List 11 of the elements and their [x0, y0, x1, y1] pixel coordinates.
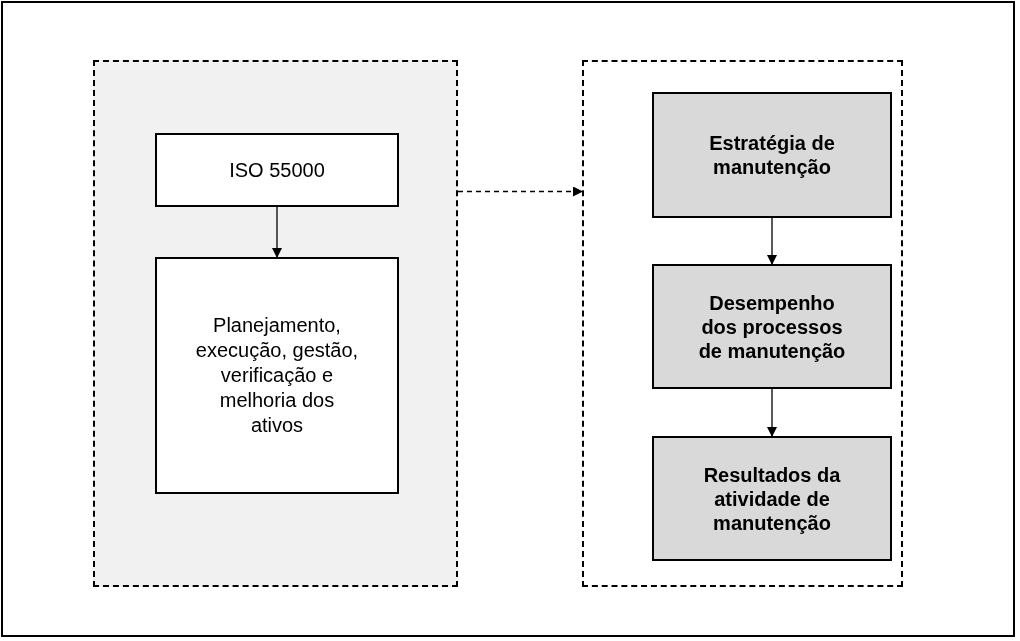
arrow [767, 217, 777, 265]
process-box: ISO 55000 [155, 133, 399, 207]
dashed-panel [582, 60, 903, 587]
process-box: Resultados da atividade de manutenção [652, 436, 892, 561]
process-box: Estratégia de manutenção [652, 92, 892, 218]
arrow [767, 388, 777, 437]
process-box: Desempenho dos processos de manutenção [652, 264, 892, 389]
arrow [457, 186, 583, 197]
process-box: Planejamento, execução, gestão, verificação e melhoria dos ativos [155, 257, 399, 494]
dashed-panel [93, 60, 458, 587]
arrow [272, 206, 282, 258]
